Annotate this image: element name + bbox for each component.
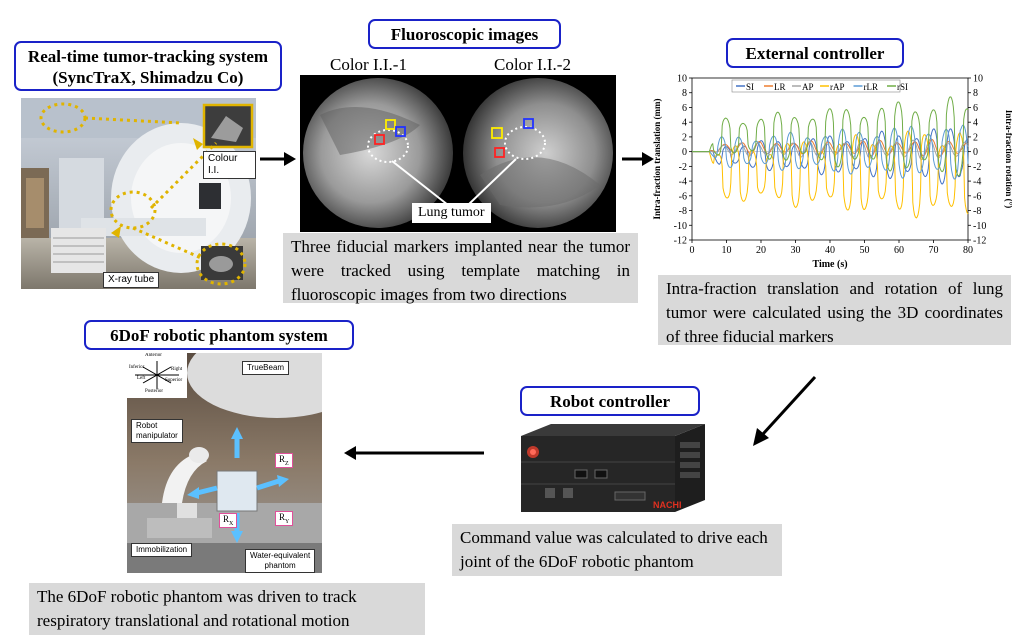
ry-label: RY: [275, 511, 294, 526]
legend-label-rLR: rLR: [864, 82, 879, 92]
phantom-photo: Anterior Posterior Inferior Superior Lef…: [127, 353, 322, 573]
y-left-tick-label: 10: [677, 74, 687, 85]
y-right-tick-label: 0: [973, 147, 978, 158]
y-left-tick-label: 4: [682, 118, 687, 129]
y-left-tick-label: -12: [674, 236, 687, 247]
tracking-title-line1: Real-time tumor-tracking system: [27, 47, 269, 66]
arrow-tracking-to-fluoro: [260, 152, 296, 166]
rz-label: RZ: [275, 453, 293, 468]
x-tick-label: 20: [756, 245, 766, 256]
color-ii-1-label: Color I.I.-1: [330, 55, 407, 74]
series-line-rLR: [692, 124, 969, 180]
y-right-tick-label: 4: [973, 118, 978, 129]
legend-label-SI: SI: [746, 82, 754, 92]
fluoroscopic-images: Lung tumor: [300, 75, 616, 232]
robot-controller-photo: NACHI: [515, 422, 710, 514]
y-axis-label-left: Intra-fraction translation (mm): [652, 99, 662, 220]
truebeam-label: TrueBeam: [242, 361, 290, 375]
legend-box: [731, 79, 901, 93]
robot-manipulator-label: Robot manipulator: [131, 419, 183, 443]
lung-tumor-label: Lung tumor: [412, 203, 491, 223]
arrow-fluoro-to-controller: [622, 152, 654, 166]
y-left-tick-label: 6: [682, 103, 687, 114]
y-right-tick-label: -6: [973, 191, 981, 202]
series-line-rSI: [692, 96, 969, 177]
y-right-tick-label: -2: [973, 162, 981, 173]
arrow-controller-to-robot: [753, 375, 817, 446]
x-tick-label: 50: [860, 245, 870, 256]
series-line-rAP: [692, 130, 969, 219]
nachi-brand: NACHI: [653, 500, 682, 510]
y-right-tick-label: 8: [973, 88, 978, 99]
color-ii-2-label: Color I.I.-2: [494, 55, 571, 74]
y-right-tick-label: -8: [973, 206, 981, 217]
fluoro-caption: Three fiducial markers implanted near th…: [283, 233, 638, 304]
dir-superior: Superior: [165, 378, 183, 383]
dir-left: Left: [137, 376, 146, 381]
x-tick-label: 60: [894, 245, 904, 256]
dir-posterior: Posterior: [145, 389, 164, 394]
robot-controller-title: Robot controller: [520, 386, 700, 416]
colour-ii-label: Colour I.I.: [203, 151, 256, 179]
y-right-tick-label: 10: [973, 74, 983, 85]
legend-label-LR: LR: [774, 82, 786, 92]
robot-controller-caption: Command value was calculated to drive ea…: [452, 524, 782, 576]
x-tick-label: 70: [929, 245, 939, 256]
y-left-tick-label: 2: [682, 132, 687, 143]
y-right-tick-label: 6: [973, 103, 978, 114]
y-left-tick-label: -10: [674, 221, 687, 232]
xray-tube-label: X-ray tube: [103, 272, 160, 288]
x-tick-label: 80: [963, 245, 973, 256]
y-right-tick-label: -10: [973, 221, 986, 232]
legend-label-rSI: rSI: [897, 82, 908, 92]
rx-label: RX: [219, 513, 238, 528]
y-right-tick-label: -12: [973, 236, 986, 247]
y-left-tick-label: -2: [679, 162, 687, 173]
dir-right: Right: [171, 367, 183, 372]
x-tick-label: 30: [791, 245, 801, 256]
y-left-tick-label: 8: [682, 88, 687, 99]
tracking-system-title: Real-time tumor-tracking system (SyncTra…: [14, 41, 282, 91]
dir-anterior: Anterior: [145, 353, 162, 358]
tracking-title-line2: (SyncTraX, Shimadzu Co): [52, 68, 244, 87]
external-caption: Intra-fraction translation and rotation …: [658, 275, 1011, 346]
x-tick-label: 0: [690, 245, 695, 256]
arrow-robot-to-phantom: [344, 446, 484, 460]
fluoroscopic-title: Fluoroscopic images: [368, 19, 561, 49]
x-axis-label: Time (s): [812, 259, 847, 270]
dir-inferior: Inferior: [129, 365, 145, 370]
phantom-caption: The 6DoF robotic phantom was driven to t…: [29, 583, 425, 635]
y-right-tick-label: -4: [973, 177, 981, 188]
x-tick-label: 10: [722, 245, 732, 256]
y-axis-label-right: Intra-fraction rotation (°): [1004, 110, 1012, 208]
y-left-tick-label: 0: [682, 147, 687, 158]
water-phantom-label: Water-equivalent phantom: [245, 549, 316, 573]
y-left-tick-label: -6: [679, 191, 687, 202]
phantom-system-title: 6DoF robotic phantom system: [84, 320, 354, 350]
legend-label-rAP: rAP: [830, 82, 845, 92]
x-tick-label: 40: [825, 245, 835, 256]
y-left-tick-label: -8: [679, 206, 687, 217]
y-right-tick-label: 2: [973, 132, 978, 143]
immobilization-label: Immobilization: [131, 543, 193, 557]
treatment-room-photo: Colour I.I. X-ray tube: [21, 98, 256, 289]
legend-label-AP: AP: [802, 82, 814, 92]
y-left-tick-label: -4: [679, 177, 687, 188]
direction-axes: [135, 361, 179, 389]
external-controller-title: External controller: [726, 38, 904, 68]
